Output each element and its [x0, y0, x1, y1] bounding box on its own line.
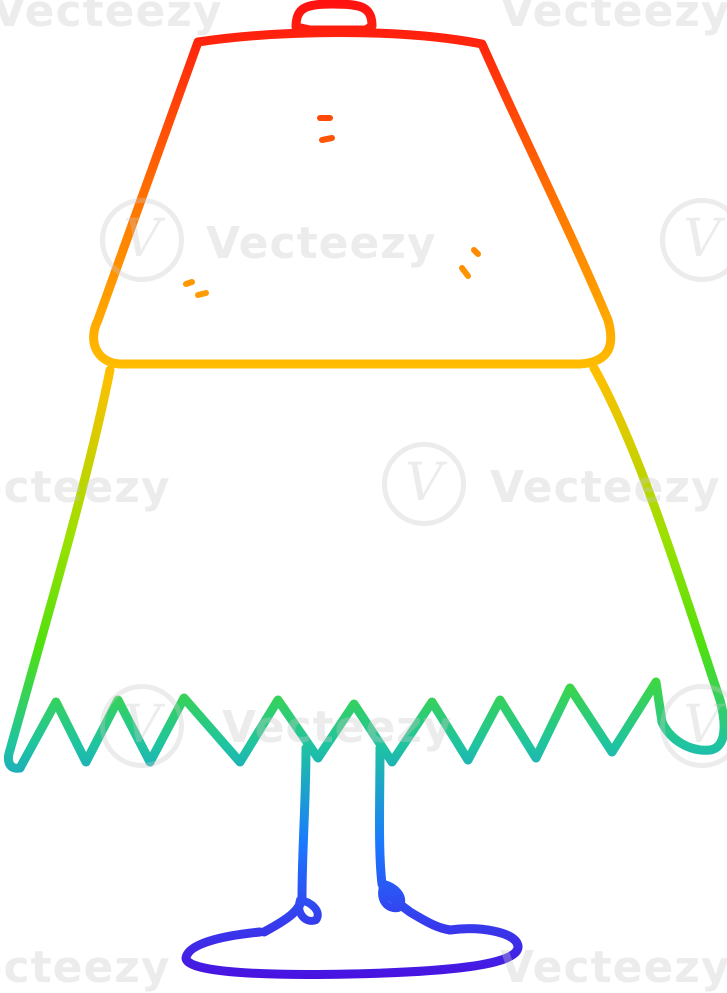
lamp-stem-right — [375, 743, 455, 935]
stem-knuckle-left — [295, 896, 322, 925]
shade-marks — [183, 115, 481, 298]
skirt-left-side — [3, 365, 115, 773]
skirt-right-side — [589, 363, 727, 755]
stem-knuckle-right — [378, 880, 406, 913]
upper-shade — [89, 28, 616, 369]
finial-loop — [291, 0, 377, 35]
lamp-stem-left — [259, 743, 311, 937]
lamp-base — [181, 924, 523, 979]
skirt-zigzag-fringe — [15, 677, 667, 773]
